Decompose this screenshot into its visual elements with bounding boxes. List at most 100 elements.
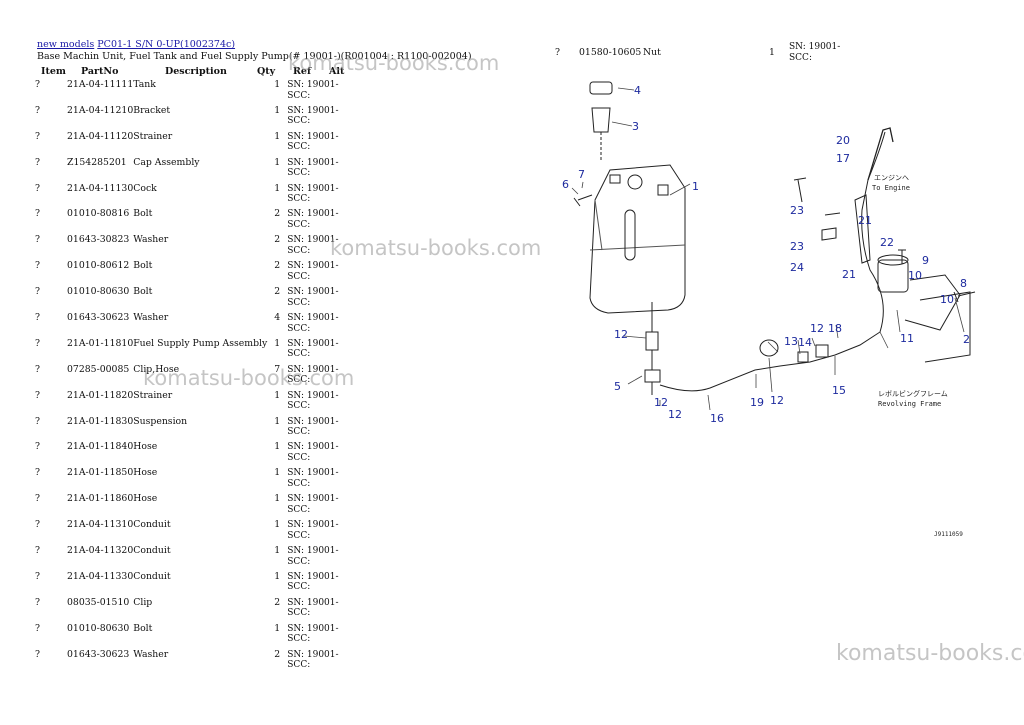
callout-number: 23: [790, 240, 804, 253]
row-description: Conduit: [133, 519, 171, 531]
row-sn-line2: SCC:: [287, 608, 311, 619]
row-sn-line1: SN: 19001-: [287, 261, 339, 272]
row-qty: 2: [274, 648, 281, 660]
row-ref: SN: 19001-SCC:: [287, 520, 341, 546]
row-ref: SN: 19001-SCC:: [287, 106, 341, 132]
row-qty: 1: [274, 519, 281, 531]
row-ref: SN: 19001-SCC:: [287, 391, 341, 417]
row-item: ?: [35, 234, 40, 246]
callout-number: 10: [940, 293, 954, 306]
right-row-sn-line2: SCC:: [789, 52, 812, 63]
row-ref: SN: 19001-SCC:: [287, 546, 341, 572]
row-qty: 4: [274, 312, 281, 324]
row-item: ?: [35, 441, 40, 453]
row-sn-line2: SCC:: [287, 194, 311, 205]
row-description: Clip,Hose: [133, 363, 180, 375]
callout-number: 12: [614, 328, 628, 341]
right-row-desc: Nut: [643, 47, 661, 58]
row-sn-line2: SCC:: [287, 375, 311, 386]
row-qty: 1: [274, 415, 281, 427]
row-description: Bracket: [133, 104, 171, 116]
row-sn-line2: SCC:: [287, 90, 311, 101]
row-description: Strainer: [133, 130, 173, 142]
row-description: Cock: [133, 182, 157, 194]
row-sn-line2: SCC:: [287, 297, 311, 308]
header-item: Item: [41, 66, 66, 77]
breadcrumb-link-model[interactable]: PC01-1 S/N 0-UP(1002374c): [97, 39, 236, 50]
row-sn-line1: SN: 19001-: [287, 157, 339, 168]
row-sn-line1: SN: 19001-: [287, 468, 339, 479]
row-item: ?: [35, 363, 40, 375]
row-sn-line2: SCC:: [287, 168, 311, 179]
header-partno: PartNo: [81, 66, 119, 77]
row-sn-line2: SCC:: [287, 219, 311, 230]
row-sn-line1: SN: 19001-: [287, 623, 339, 634]
right-row-sn-line1: SN: 19001-: [789, 42, 841, 52]
row-partno: 21A-01-11860: [67, 493, 134, 505]
callout-number: 3: [632, 120, 639, 133]
row-item: ?: [35, 208, 40, 220]
callout-number: 14: [798, 336, 812, 349]
callout-number: 12: [810, 322, 824, 335]
row-qty: 1: [274, 493, 281, 505]
callout-number: 11: [900, 332, 914, 345]
row-description: Fuel Supply Pump Assembly: [133, 337, 268, 349]
row-item: ?: [35, 415, 40, 427]
breadcrumb-link-new-models[interactable]: new models: [37, 39, 95, 50]
row-description: Washer: [133, 312, 169, 324]
row-qty: 1: [274, 441, 281, 453]
row-item: ?: [35, 130, 40, 142]
row-sn-line2: SCC:: [287, 556, 311, 567]
strainer-drawing: [591, 107, 611, 133]
callout-number: 9: [922, 254, 929, 267]
row-description: Hose: [133, 493, 158, 505]
row-partno: 08035-01510: [67, 596, 130, 608]
header-alt: Alt: [329, 66, 345, 77]
row-partno: 07285-00085: [67, 363, 130, 375]
row-partno: 01643-30623: [67, 312, 130, 324]
row-description: Bolt: [133, 208, 153, 220]
row-qty: 1: [274, 182, 281, 194]
row-sn-line1: SN: 19001-: [287, 546, 339, 557]
header-qty: Qty: [257, 66, 276, 77]
row-sn-line1: SN: 19001-: [287, 313, 339, 324]
row-item: ?: [35, 286, 40, 298]
row-sn-line2: SCC:: [287, 582, 311, 593]
row-item: ?: [35, 260, 40, 272]
row-item: ?: [35, 79, 40, 90]
row-item: ?: [35, 312, 40, 324]
row-description: Washer: [133, 648, 169, 660]
engine-label: To Engine: [872, 184, 910, 192]
row-description: Bolt: [133, 286, 153, 298]
row-partno: 21A-04-11310: [67, 519, 134, 531]
callout-number: 6: [562, 178, 569, 191]
row-sn-line2: SCC:: [287, 349, 311, 360]
row-ref: SN: 19001-SCC:: [287, 468, 341, 494]
row-description: Cap Assembly: [133, 156, 200, 168]
row-sn-line1: SN: 19001-: [287, 183, 339, 194]
row-partno: 21A-04-11130: [67, 182, 134, 194]
row-description: Hose: [133, 441, 158, 453]
row-description: Conduit: [133, 570, 171, 582]
callout-number: 24: [790, 261, 804, 274]
row-sn-line2: SCC:: [287, 142, 311, 153]
fuel-tank-drawing: [589, 164, 686, 314]
row-sn-line1: SN: 19001-: [287, 494, 339, 505]
row-partno: 21A-01-11810: [67, 337, 134, 349]
row-description: Conduit: [133, 545, 171, 557]
callout-number: 22: [880, 236, 894, 249]
